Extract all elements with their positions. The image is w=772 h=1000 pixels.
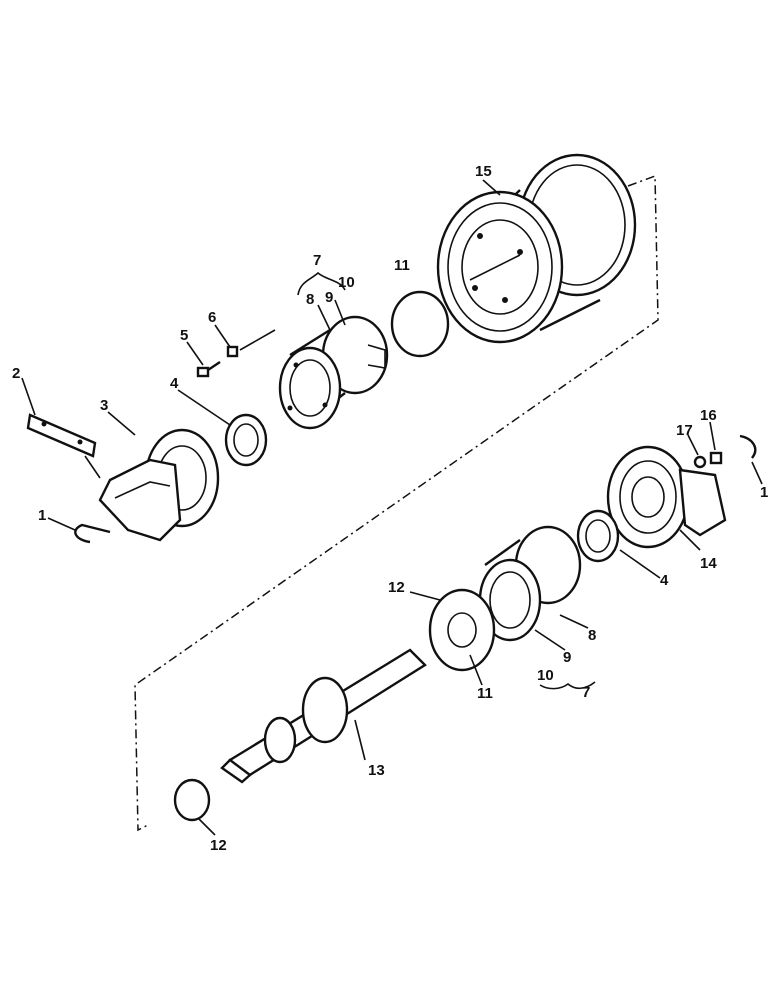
callout-6: 6 xyxy=(208,309,216,326)
shaft xyxy=(220,648,427,784)
callout-10-bottom: 10 xyxy=(537,667,554,684)
collar-bottom xyxy=(478,525,582,642)
callout-1-left: 1 xyxy=(38,507,46,524)
seal-top xyxy=(224,413,268,467)
end-cap-left xyxy=(98,428,220,542)
o-ring-bottom xyxy=(173,778,211,822)
callout-16: 16 xyxy=(700,407,717,424)
bolt-plug-top xyxy=(196,329,276,378)
callout-8-bottom: 8 xyxy=(588,627,596,644)
callout-10-top: 10 xyxy=(338,274,355,291)
callout-8-top: 8 xyxy=(306,291,314,308)
leader-lines xyxy=(21,179,763,836)
plug-washer-right xyxy=(693,451,723,469)
mounting-plate xyxy=(26,413,101,479)
callout-7-top: 7 xyxy=(313,252,321,269)
end-cap-right xyxy=(606,445,727,549)
callout-14: 13 xyxy=(368,762,385,779)
assembly-boundary xyxy=(134,174,659,832)
retaining-ring-left xyxy=(74,523,111,544)
brace-group-7-top xyxy=(297,271,346,296)
callout-5: 5 xyxy=(180,327,188,344)
callout-2: 2 xyxy=(12,365,20,382)
callout-9-bottom: 9 xyxy=(563,649,571,666)
brace-group-7-bottom xyxy=(539,681,596,690)
track-roller-wheel xyxy=(436,153,637,344)
callout-4-bottom: 4 xyxy=(660,572,669,589)
callout-15: 14 xyxy=(700,555,717,572)
callout-3: 3 xyxy=(100,397,108,414)
callout-12-top: 12 xyxy=(388,579,405,596)
callout-12-bottom: 12 xyxy=(210,837,227,854)
collar-top xyxy=(278,315,389,430)
callout-13: 15 xyxy=(475,163,492,180)
callout-9-top: 9 xyxy=(325,289,333,306)
seal-bottom xyxy=(576,509,620,563)
o-ring-top xyxy=(390,290,450,358)
callout-11-top: 11 xyxy=(394,257,410,274)
callout-1-right: 1 xyxy=(760,484,768,501)
callout-labels: 15 7 10 11 8 9 6 5 4 3 2 1 17 16 1 14 4 … xyxy=(12,163,768,854)
callout-17: 17 xyxy=(676,422,693,439)
callout-7-bottom: 7 xyxy=(582,684,590,701)
retaining-ring-right xyxy=(739,434,757,459)
callout-11-bottom: 11 xyxy=(477,685,493,702)
thrust-washer xyxy=(428,588,496,672)
callout-4-top: 4 xyxy=(170,375,179,392)
